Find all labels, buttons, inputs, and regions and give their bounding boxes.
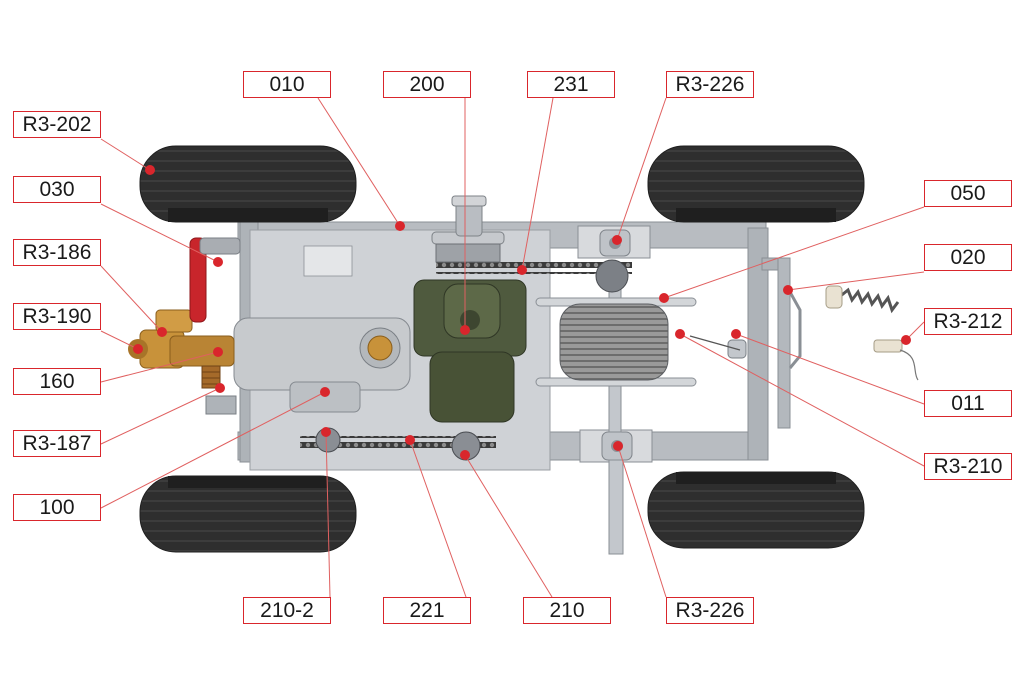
- callout-label-010: 010: [243, 71, 331, 98]
- callout-label-r3-190: R3-190: [13, 303, 101, 330]
- callout-dot-050: [659, 293, 669, 303]
- valve-handle: [189, 237, 241, 323]
- leader-line-231: [521, 97, 554, 271]
- callout-label-r3-212: R3-212: [924, 308, 1012, 335]
- callout-label-030: 030: [13, 176, 101, 203]
- callout-label-r3-210: R3-210: [924, 453, 1012, 480]
- leader-line-r3-226-bottom: [617, 445, 667, 598]
- callout-dots: [133, 165, 911, 460]
- callout-dot-210-2: [321, 427, 331, 437]
- callout-label-210-2: 210-2: [243, 597, 331, 624]
- leader-lines: [100, 97, 925, 598]
- callout-dot-011: [731, 329, 741, 339]
- leader-line-010: [317, 97, 401, 227]
- leader-line-020: [787, 271, 925, 291]
- left-bracket: [205, 395, 237, 415]
- guide-bracket: [689, 291, 802, 369]
- callout-dot-r3-226-top: [612, 235, 622, 245]
- leader-line-r3-226-top: [616, 97, 667, 241]
- callout-dot-020: [783, 285, 793, 295]
- callout-dot-100: [320, 387, 330, 397]
- leader-line-r3-190: [100, 330, 139, 350]
- callout-label-020: 020: [924, 244, 1012, 271]
- callout-label-100: 100: [13, 494, 101, 521]
- callout-dot-030: [213, 257, 223, 267]
- callout-dot-200: [460, 325, 470, 335]
- leader-line-011: [735, 333, 925, 405]
- callout-dot-r3-186: [157, 327, 167, 337]
- callout-label-r3-187: R3-187: [13, 430, 101, 457]
- leader-line-100: [100, 391, 326, 509]
- wheel-front-right: [647, 145, 865, 223]
- wheel-rear-left: [139, 475, 357, 553]
- name-plate: [303, 245, 353, 277]
- leader-line-r3-210: [679, 333, 925, 467]
- callout-dot-160: [213, 347, 223, 357]
- callout-label-160: 160: [13, 368, 101, 395]
- callout-dot-r3-187: [215, 383, 225, 393]
- callout-dot-210: [460, 450, 470, 460]
- callout-dot-r3-210: [675, 329, 685, 339]
- callout-dot-231: [517, 265, 527, 275]
- brass-valve: [128, 309, 235, 369]
- leader-line-210-2: [325, 431, 331, 598]
- crank-shaft: [608, 459, 624, 555]
- cable-spool: [535, 297, 697, 387]
- callout-label-r3-226-top: R3-226: [666, 71, 754, 98]
- top-sprocket: [595, 259, 629, 293]
- pulley-shaft: [431, 195, 505, 263]
- callout-label-221: 221: [383, 597, 471, 624]
- leader-line-050: [663, 206, 925, 299]
- winch-gearbox: [413, 279, 527, 423]
- leader-line-221: [409, 439, 467, 598]
- callout-label-050: 050: [924, 180, 1012, 207]
- callout-dot-010: [395, 221, 405, 231]
- upper-chain: [436, 262, 632, 274]
- tension-spring: [825, 285, 919, 381]
- leader-line-210: [464, 454, 553, 598]
- callout-dot-r3-212: [901, 335, 911, 345]
- callout-label-r3-202: R3-202: [13, 111, 101, 138]
- lower-sprocket-right: [451, 431, 481, 461]
- callout-label-011: 011: [924, 390, 1012, 417]
- callout-label-r3-186: R3-186: [13, 239, 101, 266]
- callout-dot-r3-202: [145, 165, 155, 175]
- callout-label-200: 200: [383, 71, 471, 98]
- leader-line-160: [100, 351, 219, 383]
- leader-line-r3-187: [100, 387, 221, 445]
- leader-line-030: [100, 203, 219, 263]
- leader-line-r3-186: [100, 265, 163, 333]
- callout-dot-r3-190: [133, 344, 143, 354]
- callout-label-210: 210: [523, 597, 611, 624]
- leader-line-r3-202: [100, 138, 151, 171]
- callout-dot-r3-226-bottom: [613, 441, 623, 451]
- callout-label-231: 231: [527, 71, 615, 98]
- callout-label-r3-226-bottom: R3-226: [666, 597, 754, 624]
- wheel-rear-right: [647, 471, 865, 549]
- lower-chain: [300, 436, 496, 448]
- callout-dot-221: [405, 435, 415, 445]
- spring: [201, 365, 221, 389]
- wheel-front-left: [139, 145, 357, 223]
